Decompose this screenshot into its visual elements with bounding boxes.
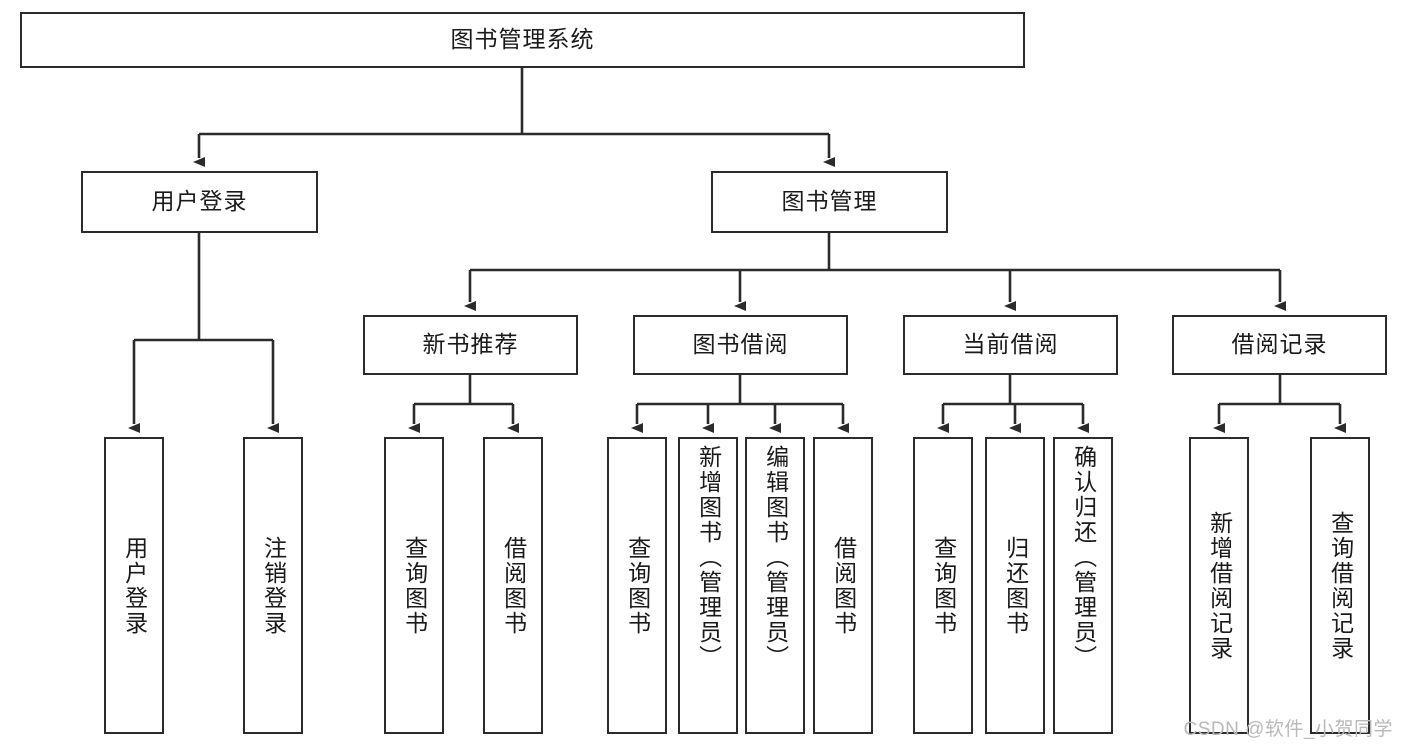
edge-group-root [193,68,835,167]
edge-group-user-login [128,233,279,433]
node-label: 借阅图书 [500,535,527,636]
node-label: 借阅图书 [830,535,857,636]
node-label: 图书管理 [781,188,878,215]
leaf-query-book-recommend[interactable]: 查询图书 [384,437,444,734]
edge-group-new-book [408,375,519,433]
leaf-query-book-current[interactable]: 查询图书 [913,437,973,734]
node-label: 用户登录 [151,188,248,215]
node-label: 查询图书 [401,535,428,636]
leaf-user-login[interactable]: 用户登录 [104,437,164,734]
leaf-add-book-admin[interactable]: 新增图书（管理员） [678,437,738,734]
leaf-borrow-book-recommend[interactable]: 借阅图书 [483,437,543,734]
node-label: 查询图书 [930,535,957,636]
leaf-add-borrow-record[interactable]: 新增借阅记录 [1189,437,1249,734]
node-label: 借阅记录 [1231,331,1328,358]
node-label: 确认归还（管理员） [1070,445,1097,670]
node-label: 查询借阅记录 [1327,510,1354,661]
leaf-return-book[interactable]: 归还图书 [985,437,1045,734]
node-book-management[interactable]: 图书管理 [711,171,948,233]
node-book-borrow[interactable]: 图书借阅 [633,315,848,375]
node-borrow-record[interactable]: 借阅记录 [1172,315,1387,375]
leaf-edit-book-admin[interactable]: 编辑图书（管理员） [745,437,805,734]
node-label: 新增图书（管理员） [695,445,722,670]
leaf-confirm-return-admin[interactable]: 确认归还（管理员） [1053,437,1113,734]
edge-group-borrow-record [1213,375,1346,433]
leaf-borrow-book[interactable]: 借阅图书 [813,437,873,734]
node-label: 归还图书 [1002,535,1029,636]
node-label: 图书管理系统 [450,26,595,53]
leaf-logout[interactable]: 注销登录 [243,437,303,734]
node-new-book-recommend[interactable]: 新书推荐 [363,315,578,375]
node-current-borrow[interactable]: 当前借阅 [903,315,1118,375]
node-label: 新书推荐 [422,331,519,358]
leaf-query-borrow-record[interactable]: 查询借阅记录 [1310,437,1370,734]
node-user-login[interactable]: 用户登录 [81,171,318,233]
node-label: 用户登录 [121,535,148,636]
node-label: 查询图书 [624,535,651,636]
node-label: 编辑图书（管理员） [762,445,789,670]
leaf-query-book-borrow[interactable]: 查询图书 [607,437,667,734]
node-label: 注销登录 [260,535,287,636]
edge-group-book-manage [464,233,1286,311]
node-label: 当前借阅 [962,331,1059,358]
node-root-system[interactable]: 图书管理系统 [20,12,1025,68]
node-label: 图书借阅 [692,331,789,358]
node-label: 新增借阅记录 [1206,510,1233,661]
edge-group-current-borrow [937,375,1089,433]
edge-group-borrow [631,375,849,433]
